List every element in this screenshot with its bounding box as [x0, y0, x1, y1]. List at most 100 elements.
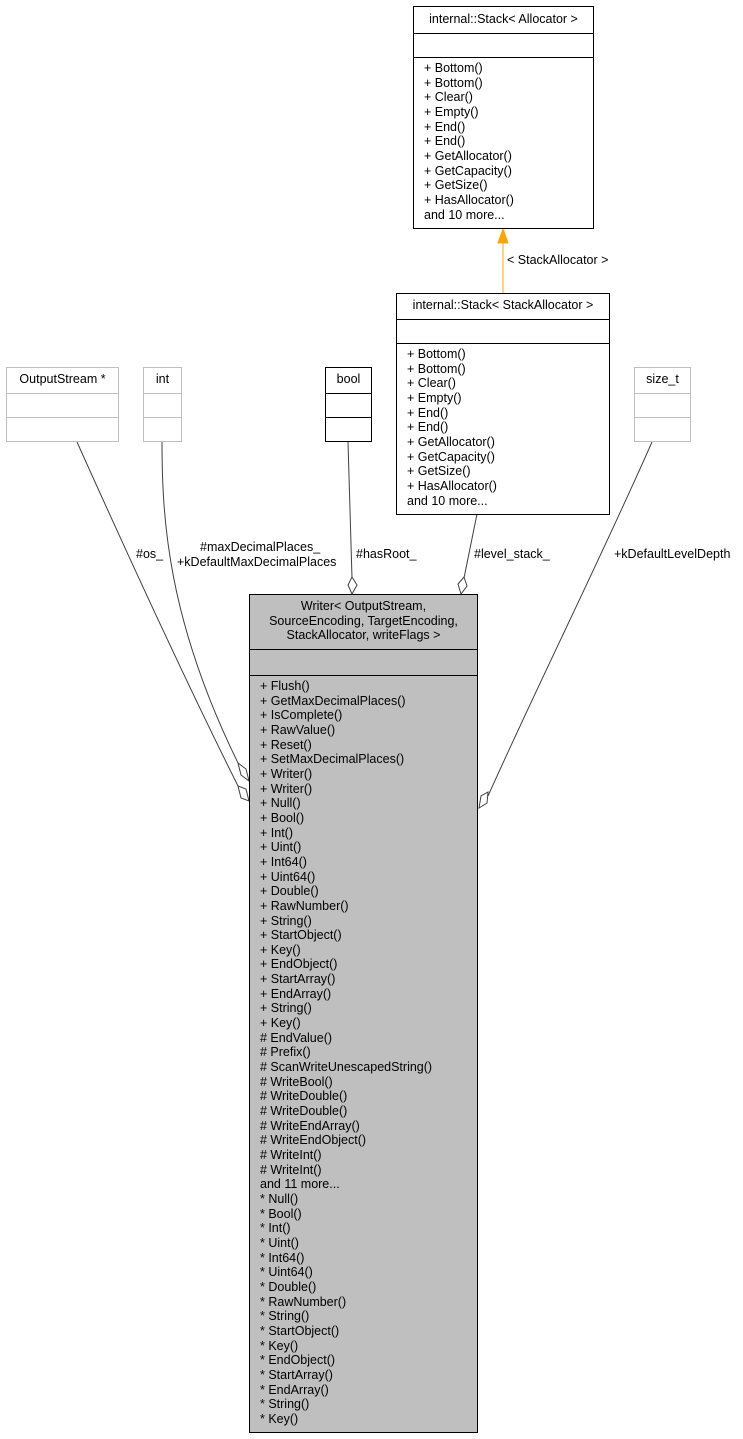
class-methods — [635, 417, 690, 441]
method-item: # WriteDouble() — [260, 1104, 348, 1119]
max-decimal-edge-diamond — [237, 761, 250, 783]
method-item: + Clear() — [424, 90, 473, 105]
method-item: * Double() — [260, 1279, 317, 1294]
class-methods: + Flush()+ GetMaxDecimalPlaces()+ IsComp… — [250, 675, 477, 1426]
method-item: # Prefix() — [260, 1045, 311, 1060]
class-title: int — [155, 372, 170, 386]
method-item: * Uint64() — [260, 1265, 313, 1280]
method-item: * Bool() — [260, 1206, 302, 1221]
class-internal-stack-stackallocator[interactable]: internal::Stack< StackAllocator > + Bott… — [396, 293, 610, 515]
default-level-depth-edge-label: +kDefaultLevelDepth — [614, 547, 730, 561]
method-item: # WriteDouble() — [260, 1089, 348, 1104]
method-item: + SetMaxDecimalPlaces() — [260, 752, 405, 767]
method-item: + StartObject() — [260, 928, 342, 943]
method-item: * Int64() — [260, 1250, 305, 1265]
method-item: * Null() — [260, 1191, 299, 1206]
method-item: + Bottom() — [424, 75, 483, 90]
max-decimal-edge — [161, 441, 239, 764]
class-title: internal::Stack< StackAllocator > — [412, 298, 594, 312]
method-item: + GetSize() — [407, 464, 471, 479]
method-item: * Key() — [260, 1411, 299, 1426]
method-item: + Writer() — [260, 781, 313, 796]
class-attributes — [635, 393, 690, 417]
method-item: # WriteEndArray() — [260, 1118, 360, 1133]
method-item: + Empty() — [407, 390, 462, 405]
class-title: OutputStream * — [19, 372, 106, 386]
class-attributes — [144, 393, 181, 417]
max-decimal-edge-label-line2: +kDefaultMaxDecimalPlaces — [177, 555, 336, 569]
method-item: + Null() — [260, 796, 301, 811]
class-attributes — [250, 649, 477, 675]
method-item: + GetCapacity() — [407, 449, 495, 464]
method-item: + Key() — [260, 1016, 301, 1031]
method-item: + String() — [260, 913, 312, 928]
class-output-stream[interactable]: OutputStream * — [6, 367, 119, 442]
method-item: + Reset() — [260, 737, 312, 752]
method-item: + EndObject() — [260, 957, 338, 972]
method-item: + EndArray() — [260, 986, 332, 1001]
method-item: * EndObject() — [260, 1353, 336, 1368]
class-attributes — [414, 33, 593, 57]
class-methods — [7, 417, 118, 441]
class-methods: + Bottom() + Bottom() + Clear() + Empty(… — [414, 57, 593, 222]
method-item: + End() — [424, 134, 466, 149]
method-item: # WriteBool() — [260, 1074, 333, 1089]
method-item: + GetSize() — [424, 178, 488, 193]
method-item: + Int64() — [260, 854, 307, 869]
method-item: * Int() — [260, 1221, 291, 1236]
method-item: * StartObject() — [260, 1323, 340, 1338]
class-attributes — [397, 319, 609, 343]
class-int[interactable]: int — [143, 367, 182, 442]
class-attributes — [326, 393, 371, 417]
class-methods — [326, 417, 371, 441]
class-title: Writer< OutputStream, SourceEncoding, Ta… — [269, 599, 458, 642]
class-title: internal::Stack< Allocator > — [429, 12, 578, 26]
has-root-edge — [347, 441, 353, 579]
method-item: + Double() — [260, 884, 319, 899]
method-item: # ScanWriteUnescapedString() — [260, 1060, 433, 1075]
method-item: * String() — [260, 1309, 310, 1324]
has-root-edge-diamond — [347, 575, 358, 596]
method-item: + HasAllocator() — [424, 192, 514, 207]
level-stack-edge-diamond — [457, 576, 468, 596]
method-item: + GetAllocator() — [407, 434, 495, 449]
method-item: # WriteInt() — [260, 1162, 322, 1177]
os-edge — [76, 441, 239, 787]
method-item: * Uint() — [260, 1235, 299, 1250]
method-item: + GetMaxDecimalPlaces() — [260, 693, 406, 708]
method-item: + HasAllocator() — [407, 478, 497, 493]
method-item: + GetAllocator() — [424, 148, 512, 163]
method-item: # WriteEndObject() — [260, 1133, 367, 1148]
method-item: + StartArray() — [260, 972, 336, 987]
method-item-more: and 10 more... — [407, 493, 488, 508]
class-size-t[interactable]: size_t — [634, 367, 691, 442]
method-item: + Flush() — [260, 679, 310, 693]
method-item: + Key() — [260, 942, 301, 957]
template-edge-label: < StackAllocator > — [507, 253, 608, 267]
method-item: # WriteInt() — [260, 1148, 322, 1162]
method-item: + Int() — [260, 825, 293, 840]
method-item: + IsComplete() — [260, 708, 343, 723]
default-level-depth-edge — [487, 441, 653, 797]
method-item: and 11 more... — [260, 1177, 340, 1192]
template-edge-arrowhead — [497, 227, 509, 244]
os-edge-label: #os_ — [136, 547, 164, 561]
has-root-edge-label: #hasRoot_ — [356, 547, 418, 561]
class-methods — [144, 417, 181, 441]
level-stack-edge-label: #level_stack_ — [474, 547, 551, 561]
method-item: * String() — [260, 1397, 310, 1412]
method-item: + Writer() — [260, 766, 313, 781]
level-stack-edge — [463, 513, 478, 579]
class-internal-stack-allocator[interactable]: internal::Stack< Allocator > + Bottom() … — [413, 6, 594, 229]
class-methods: + Bottom() + Bottom() + Clear() + Empty(… — [397, 343, 609, 508]
method-item: + Uint() — [260, 840, 302, 855]
class-bool[interactable]: bool — [325, 367, 372, 442]
method-item: * RawNumber() — [260, 1294, 347, 1309]
max-decimal-edge-label-line1: #maxDecimalPlaces_ — [200, 540, 321, 554]
method-item: + Bottom() — [424, 61, 483, 75]
class-writer[interactable]: Writer< OutputStream, SourceEncoding, Ta… — [249, 594, 478, 1433]
default-level-depth-edge-diamond — [478, 791, 489, 810]
method-item: + End() — [424, 119, 466, 134]
